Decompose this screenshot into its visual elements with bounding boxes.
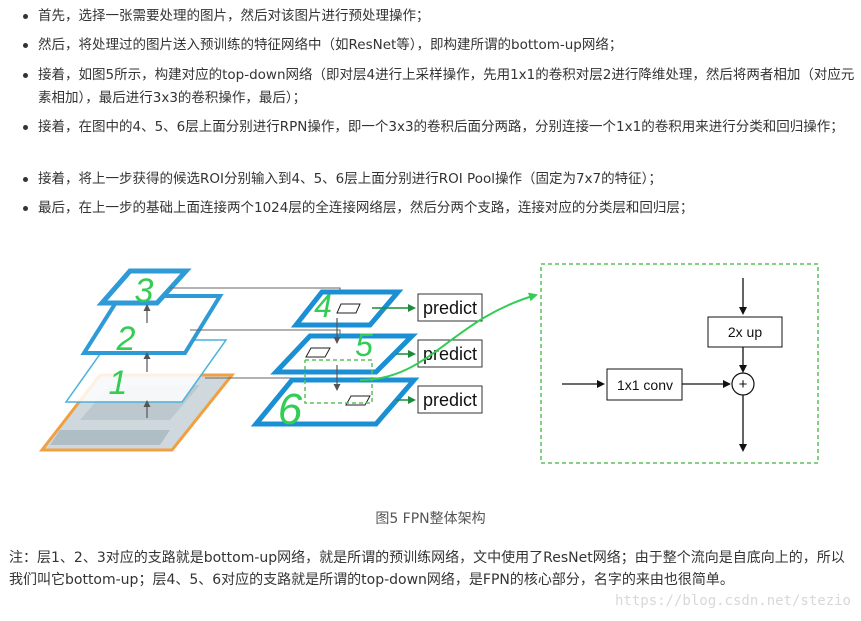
bullet-dot	[23, 177, 28, 182]
handwritten-number: 5	[355, 327, 373, 363]
predict-label: predict	[423, 344, 477, 364]
predict-box	[417, 339, 483, 368]
bullet-dot	[23, 14, 28, 19]
bullet-item: 接着，在图中的4、5、6层上面分别进行RPN操作，即一个3x3的卷积后面分两路，…	[23, 116, 856, 139]
fpn-diagram: predict predict predict 3 2 1 4 5 6 2x u…	[38, 263, 819, 464]
conv-box	[606, 368, 683, 401]
detail-dashed-box	[540, 263, 819, 464]
bullet-item: 首先，选择一张需要处理的图片，然后对该图片进行预处理操作；	[23, 5, 856, 28]
handwritten-number: 2	[116, 320, 136, 358]
bullet-text: 接着，在图中的4、5、6层上面分别进行RPN操作，即一个3x3的卷积后面分两路，…	[38, 119, 844, 135]
bullet-item: 最后，在上一步的基础上面连接两个1024层的全连接网络层，然后分两个支路，连接对…	[23, 197, 856, 220]
predict-box	[417, 385, 483, 414]
upsample-box	[707, 316, 783, 348]
zoom-arrow	[359, 292, 538, 381]
handwritten-number: 6	[278, 385, 303, 434]
handwritten-number: 4	[314, 288, 332, 324]
fpn-figure: predict predict predict 3 2 1 4 5 6 2x u…	[0, 252, 861, 482]
predict-label: predict	[423, 298, 477, 318]
bullet-dot	[23, 206, 28, 211]
bullet-item: 接着，如图5所示，构建对应的top-down网络（即对层4进行上采样操作，先用1…	[23, 64, 856, 110]
bullet-text: 然后，将处理过的图片送入预训练的特征网络中（如ResNet等），即构建所谓的bo…	[38, 37, 623, 53]
conv-label: 1x1 conv	[617, 377, 673, 393]
bullet-text: 首先，选择一张需要处理的图片，然后对该图片进行预处理操作；	[38, 8, 430, 24]
bullet-item: 接着，将上一步获得的候选ROI分别输入到4、5、6层上面分别进行ROI Pool…	[23, 168, 856, 191]
bullet-text: 最后，在上一步的基础上面连接两个1024层的全连接网络层，然后分两个支路，连接对…	[38, 200, 694, 216]
top-down-layer-5	[270, 333, 419, 375]
merge-dashed-outline	[304, 359, 373, 404]
bullet-item: 然后，将处理过的图片送入预训练的特征网络中（如ResNet等），即构建所谓的bo…	[23, 34, 856, 57]
upsample-label: 2x up	[728, 324, 762, 340]
note-paragraph: 注：层1、2、3对应的支路就是bottom-up网络，就是所谓的预训练网络，文中…	[9, 550, 845, 588]
pyramid-layer-2	[80, 294, 224, 355]
feature-box	[305, 347, 331, 358]
add-symbol: +	[739, 376, 748, 393]
feature-box	[336, 303, 361, 314]
bullet-dot	[23, 43, 28, 48]
predict-label: predict	[423, 390, 477, 410]
figure-caption: 图5 FPN整体架构	[375, 511, 486, 527]
handwritten-number: 3	[135, 272, 154, 310]
bullet-text: 接着，如图5所示，构建对应的top-down网络（即对层4进行上采样操作，先用1…	[38, 67, 855, 106]
predict-box	[417, 293, 483, 322]
watermark: https://blog.csdn.net/stezio	[614, 593, 851, 609]
bullet-dot	[23, 125, 28, 130]
bullet-dot	[23, 73, 28, 78]
handwritten-number: 1	[109, 364, 128, 402]
bullet-text: 接着，将上一步获得的候选ROI分别输入到4、5、6层上面分别进行ROI Pool…	[38, 171, 662, 187]
pyramid-layer-3	[96, 268, 192, 306]
